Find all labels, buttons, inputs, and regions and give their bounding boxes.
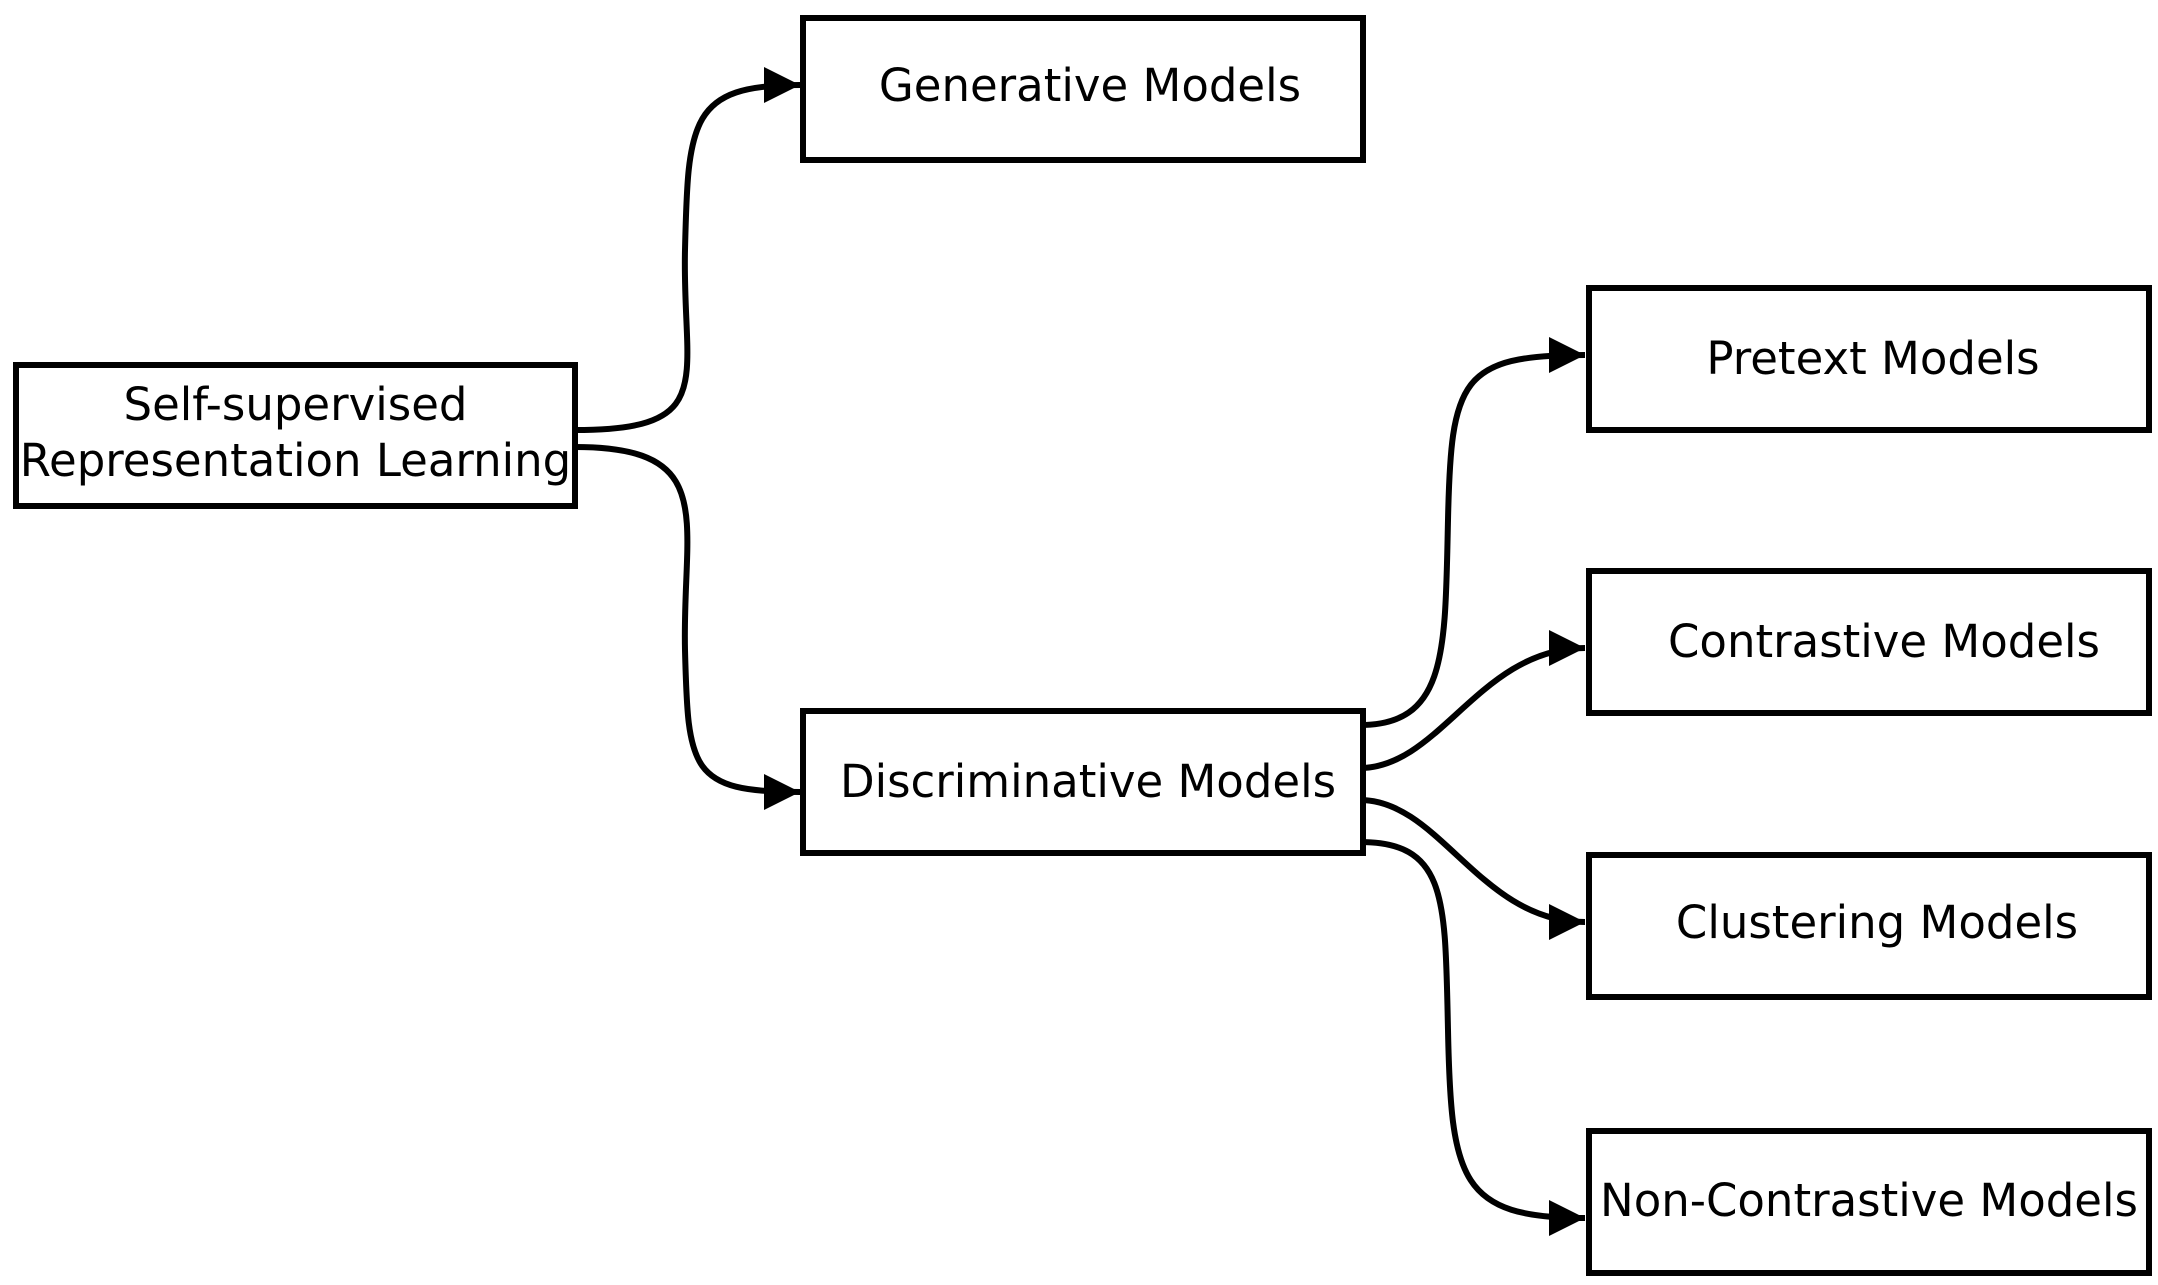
node-contrastive-models: Contrastive Models — [1586, 568, 2152, 716]
node-non-contrastive-models: Non-Contrastive Models — [1586, 1128, 2152, 1276]
node-discriminative-models: Discriminative Models — [800, 708, 1366, 856]
node-box — [1586, 285, 2152, 433]
edge-discriminative-to-contrastive — [1359, 630, 1586, 771]
node-label: Clustering Models — [1676, 896, 2078, 949]
node-box — [13, 362, 578, 509]
edge-root-to-discriminative — [574, 444, 801, 810]
node-box — [1586, 852, 2152, 1000]
node-self-supervised-representation-learning: Self-supervised Representation Learning — [13, 362, 578, 509]
node-label-line-1: Self-supervised — [124, 378, 468, 431]
node-box — [1586, 1128, 2152, 1276]
node-label-line-2: Representation Learning — [20, 434, 571, 487]
node-box — [1586, 568, 2152, 716]
node-box — [800, 15, 1366, 163]
node-label: Discriminative Models — [840, 755, 1336, 808]
node-clustering-models: Clustering Models — [1586, 852, 2152, 1000]
node-label: Generative Models — [879, 59, 1301, 112]
node-pretext-models: Pretext Models — [1586, 285, 2152, 433]
node-generative-models: Generative Models — [800, 15, 1366, 163]
edge-discriminative-to-pretext — [1359, 337, 1586, 728]
node-label: Contrastive Models — [1668, 615, 2100, 668]
node-label: Pretext Models — [1706, 332, 2039, 385]
node-box — [800, 708, 1366, 856]
edge-discriminative-to-clustering — [1359, 797, 1586, 940]
edge-discriminative-to-noncontrastive — [1359, 839, 1586, 1236]
node-label: Non-Contrastive Models — [1600, 1174, 2138, 1227]
edge-root-to-generative — [574, 67, 801, 433]
